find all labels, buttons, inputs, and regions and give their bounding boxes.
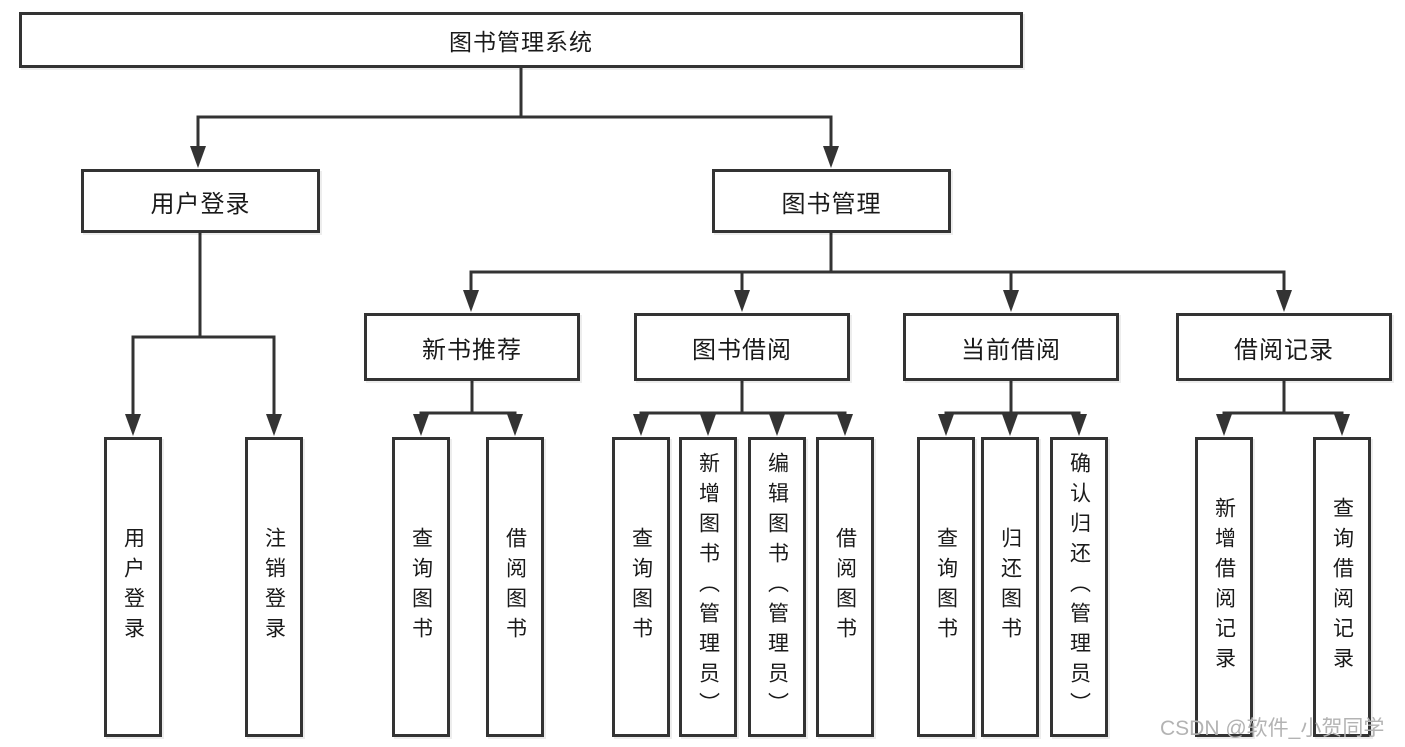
leaf-query-borrowing-record: 查询借阅记录 [1313, 437, 1371, 737]
leaf-borrow-books-1: 借阅图书 [486, 437, 544, 737]
watermark: CSDN @软件_小贺同学 [1160, 717, 1385, 740]
leaf-add-borrowing-record: 新增借阅记录 [1195, 437, 1253, 737]
leaf-borrow-books-2: 借阅图书 [816, 437, 874, 737]
leaf-confirm-return-admin: 确认归还（管理员） [1050, 437, 1108, 737]
leaf-logout-login: 注销登录 [245, 437, 303, 737]
node-user-login: 用户登录 [81, 169, 320, 233]
node-book-management: 图书管理 [712, 169, 951, 233]
node-new-book-recommendation: 新书推荐 [364, 313, 580, 381]
leaf-add-books-admin: 新增图书（管理员） [679, 437, 737, 737]
node-book-borrowing: 图书借阅 [634, 313, 850, 381]
leaf-user-login: 用户登录 [104, 437, 162, 737]
leaf-return-books: 归还图书 [981, 437, 1039, 737]
node-library-system: 图书管理系统 [19, 12, 1023, 68]
node-borrowing-records: 借阅记录 [1176, 313, 1392, 381]
leaf-query-books-1: 查询图书 [392, 437, 450, 737]
leaf-query-books-3: 查询图书 [917, 437, 975, 737]
node-current-borrowing: 当前借阅 [903, 313, 1119, 381]
leaf-query-books-2: 查询图书 [612, 437, 670, 737]
leaf-edit-books-admin: 编辑图书（管理员） [748, 437, 806, 737]
